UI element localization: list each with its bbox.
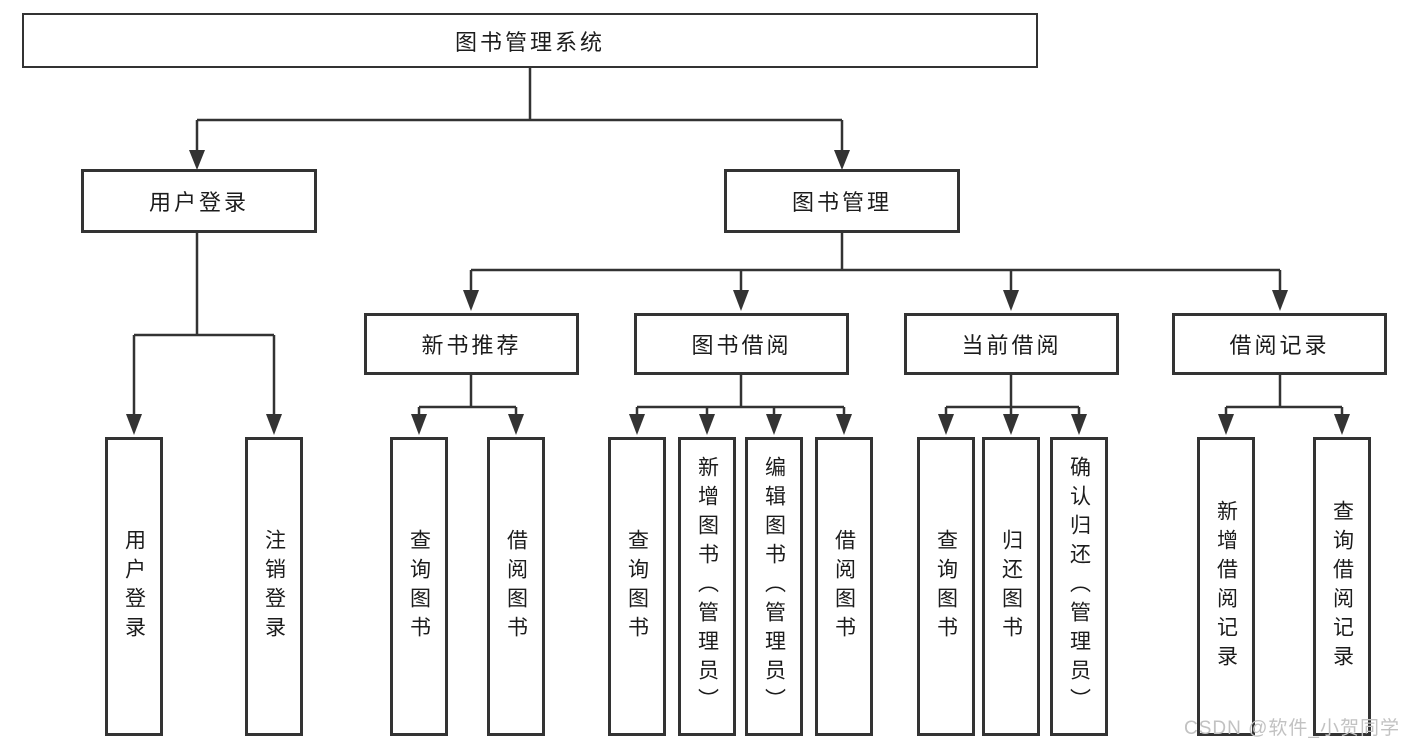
arrow-down-icon	[1218, 414, 1234, 435]
arrow-down-icon	[733, 290, 749, 311]
connector-book-management-to-level3	[463, 233, 1288, 311]
arrow-down-icon	[766, 414, 782, 435]
arrow-down-icon	[938, 414, 954, 435]
node-user-login: 用户登录	[81, 169, 317, 233]
arrow-down-icon	[126, 414, 142, 435]
arrow-down-icon	[508, 414, 524, 435]
leaf-add-book-admin: 新增图书（管理员）	[678, 437, 736, 736]
connector-borrow-records-to-leaves	[1218, 375, 1350, 435]
leaf-add-borrow-record: 新增借阅记录	[1197, 437, 1255, 736]
node-book-management: 图书管理	[724, 169, 960, 233]
leaf-query-books-current: 查询图书	[917, 437, 975, 736]
node-current-borrow: 当前借阅	[904, 313, 1119, 375]
connector-root-to-level2	[189, 68, 850, 170]
leaf-borrow-books-recommend: 借阅图书	[487, 437, 545, 736]
arrow-down-icon	[189, 150, 205, 170]
leaf-query-borrow-record: 查询借阅记录	[1313, 437, 1371, 736]
node-borrow-records: 借阅记录	[1172, 313, 1387, 375]
connector-user-login-to-leaves	[126, 233, 282, 435]
arrow-down-icon	[463, 290, 479, 311]
arrow-down-icon	[1071, 414, 1087, 435]
arrow-down-icon	[1272, 290, 1288, 311]
arrow-down-icon	[629, 414, 645, 435]
connector-new-book-recommend-to-leaves	[411, 375, 524, 435]
arrow-down-icon	[266, 414, 282, 435]
node-book-borrow: 图书借阅	[634, 313, 849, 375]
leaf-borrow-books: 借阅图书	[815, 437, 873, 736]
csdn-watermark: CSDN @软件_小贺同学	[1184, 718, 1400, 739]
leaf-query-books-borrow: 查询图书	[608, 437, 666, 736]
connector-current-borrow-to-leaves	[938, 375, 1087, 435]
leaf-user-login: 用户登录	[105, 437, 163, 736]
arrow-down-icon	[1334, 414, 1350, 435]
node-root: 图书管理系统	[22, 13, 1038, 68]
leaf-query-books-recommend: 查询图书	[390, 437, 448, 736]
arrow-down-icon	[1003, 290, 1019, 311]
leaf-return-book: 归还图书	[982, 437, 1040, 736]
node-new-book-recommend: 新书推荐	[364, 313, 579, 375]
arrow-down-icon	[411, 414, 427, 435]
arrow-down-icon	[836, 414, 852, 435]
arrow-down-icon	[834, 150, 850, 170]
leaf-confirm-return-admin: 确认归还（管理员）	[1050, 437, 1108, 736]
leaf-logout: 注销登录	[245, 437, 303, 736]
arrow-down-icon	[1003, 414, 1019, 435]
leaf-edit-book-admin: 编辑图书（管理员）	[745, 437, 803, 736]
connector-book-borrow-to-leaves	[629, 375, 852, 435]
arrow-down-icon	[699, 414, 715, 435]
